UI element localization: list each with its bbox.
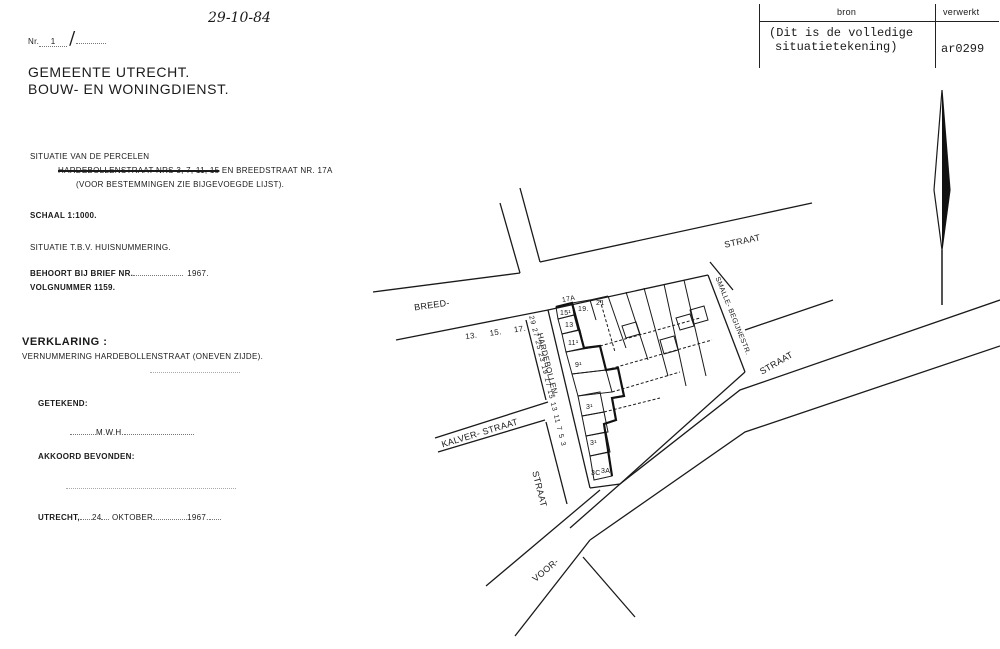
situatie-line1: SITUATIE VAN DE PERCELEN	[30, 152, 150, 161]
number-value: 1	[39, 37, 68, 47]
situatie-rest: EN BREEDSTRAAT NR. 17A	[221, 166, 333, 175]
house-number: 15.	[488, 327, 503, 338]
kalver-south	[437, 419, 546, 453]
voorstraat-bottom-right	[582, 556, 636, 618]
stamp-ref: ar0299	[941, 42, 985, 56]
place-day: 24	[91, 513, 102, 522]
org-name-line2: BOUW- EN WONINGDIENST.	[28, 81, 230, 97]
stamp-col-source: bron	[837, 7, 857, 17]
getekend-label: GETEKEND:	[38, 399, 88, 408]
archive-stamp: bron verwerkt (Dit is de volledige situa…	[759, 4, 999, 68]
parcel-lines	[555, 279, 709, 481]
signer-line: M.W.H.	[70, 428, 195, 437]
parcel-7	[571, 369, 613, 397]
parcel-3a	[581, 411, 609, 437]
behoort: BEHOORT BIJ BRIEF NR.1967.	[30, 269, 209, 278]
parcel-dashed-lines	[599, 299, 713, 413]
signer-initials: M.W.H.	[96, 428, 125, 437]
stamp-source-line2: situatietekening)	[775, 40, 898, 54]
handwritten-date: 29-10-84	[208, 10, 271, 26]
akkoord-label: AKKOORD BEVONDEN:	[38, 452, 135, 461]
parcel-outline	[555, 301, 626, 477]
schaal: SCHAAL 1:1000.	[30, 211, 97, 220]
voorstraat-south-right	[589, 345, 1000, 541]
behoort-year: 1967.	[187, 269, 209, 278]
top-street-left	[499, 202, 521, 274]
house-number: 17.	[513, 323, 527, 335]
parcel-label: 3¹	[590, 440, 597, 447]
situatie-tbv: SITUATIE T.B.V. HUISNUMMERING.	[30, 243, 171, 252]
smalle-west	[707, 274, 746, 373]
org-name-line1: GEMEENTE UTRECHT.	[28, 64, 190, 80]
parcel-label: 9¹	[575, 362, 582, 369]
top-street-right	[519, 187, 541, 263]
hardebollen-west	[525, 319, 547, 401]
vernummering: VERNUMMERING HARDEBOLLENSTRAAT (ONEVEN Z…	[22, 352, 264, 361]
hardebollen-block-edge	[547, 309, 591, 489]
akkoord-signature-line	[66, 488, 236, 489]
parcel-label: 3C	[591, 470, 601, 477]
voorstraat-south-left	[485, 489, 601, 587]
smalle-to-voorstraat	[744, 299, 834, 331]
smalle-east-top	[709, 261, 734, 291]
house-number-21: 21	[596, 300, 605, 307]
breedstraat-north-left	[372, 272, 521, 293]
parcel-label: 13	[565, 322, 574, 329]
voorstraat-bottom-left	[514, 539, 591, 637]
voorstraat-north	[569, 299, 1000, 529]
parcel-label: 15¹	[560, 310, 572, 317]
parcel-label: 11¹	[568, 340, 579, 347]
situatie-line2: HARDEBOLLENSTRAAT NRS 3, 7, 11, 15 EN BR…	[58, 166, 333, 175]
house-number: 13.	[464, 330, 478, 342]
situatie-line3: (VOOR BESTEMMINGEN ZIE BIJGEVOEGDE LIJST…	[76, 180, 285, 189]
street-lines	[372, 187, 1000, 637]
stamp-col-processed: verwerkt	[943, 7, 980, 17]
number-label: Nr.1/	[28, 28, 106, 49]
breedstraat-north-right	[539, 202, 813, 263]
stamp-source-line1: (Dit is de volledige	[769, 26, 914, 40]
number-slash: /	[69, 28, 76, 49]
parcel-label: 3A	[601, 468, 611, 475]
place-city: UTRECHT,	[38, 513, 80, 522]
hardebollen-south-west	[545, 421, 568, 505]
struck-parcels: HARDEBOLLENSTRAAT NRS 3, 7, 11, 15	[58, 166, 220, 175]
parcel-3b	[585, 431, 611, 457]
verklaring-heading: VERKLARING :	[22, 336, 108, 348]
place-month: OKTOBER	[112, 513, 154, 522]
dotted-line	[150, 372, 240, 373]
house-number-19: 19.	[578, 306, 589, 313]
place-year: 1967.	[187, 513, 209, 522]
volgnummer: VOLGNUMMER 1159.	[30, 283, 116, 292]
block-south-edge	[589, 371, 746, 489]
parcel-label: 3¹	[586, 404, 593, 411]
place-date: UTRECHT, 24 OKTOBER 1967.	[38, 513, 221, 522]
kalver-north	[434, 401, 549, 439]
north-arrow-icon	[933, 89, 951, 305]
